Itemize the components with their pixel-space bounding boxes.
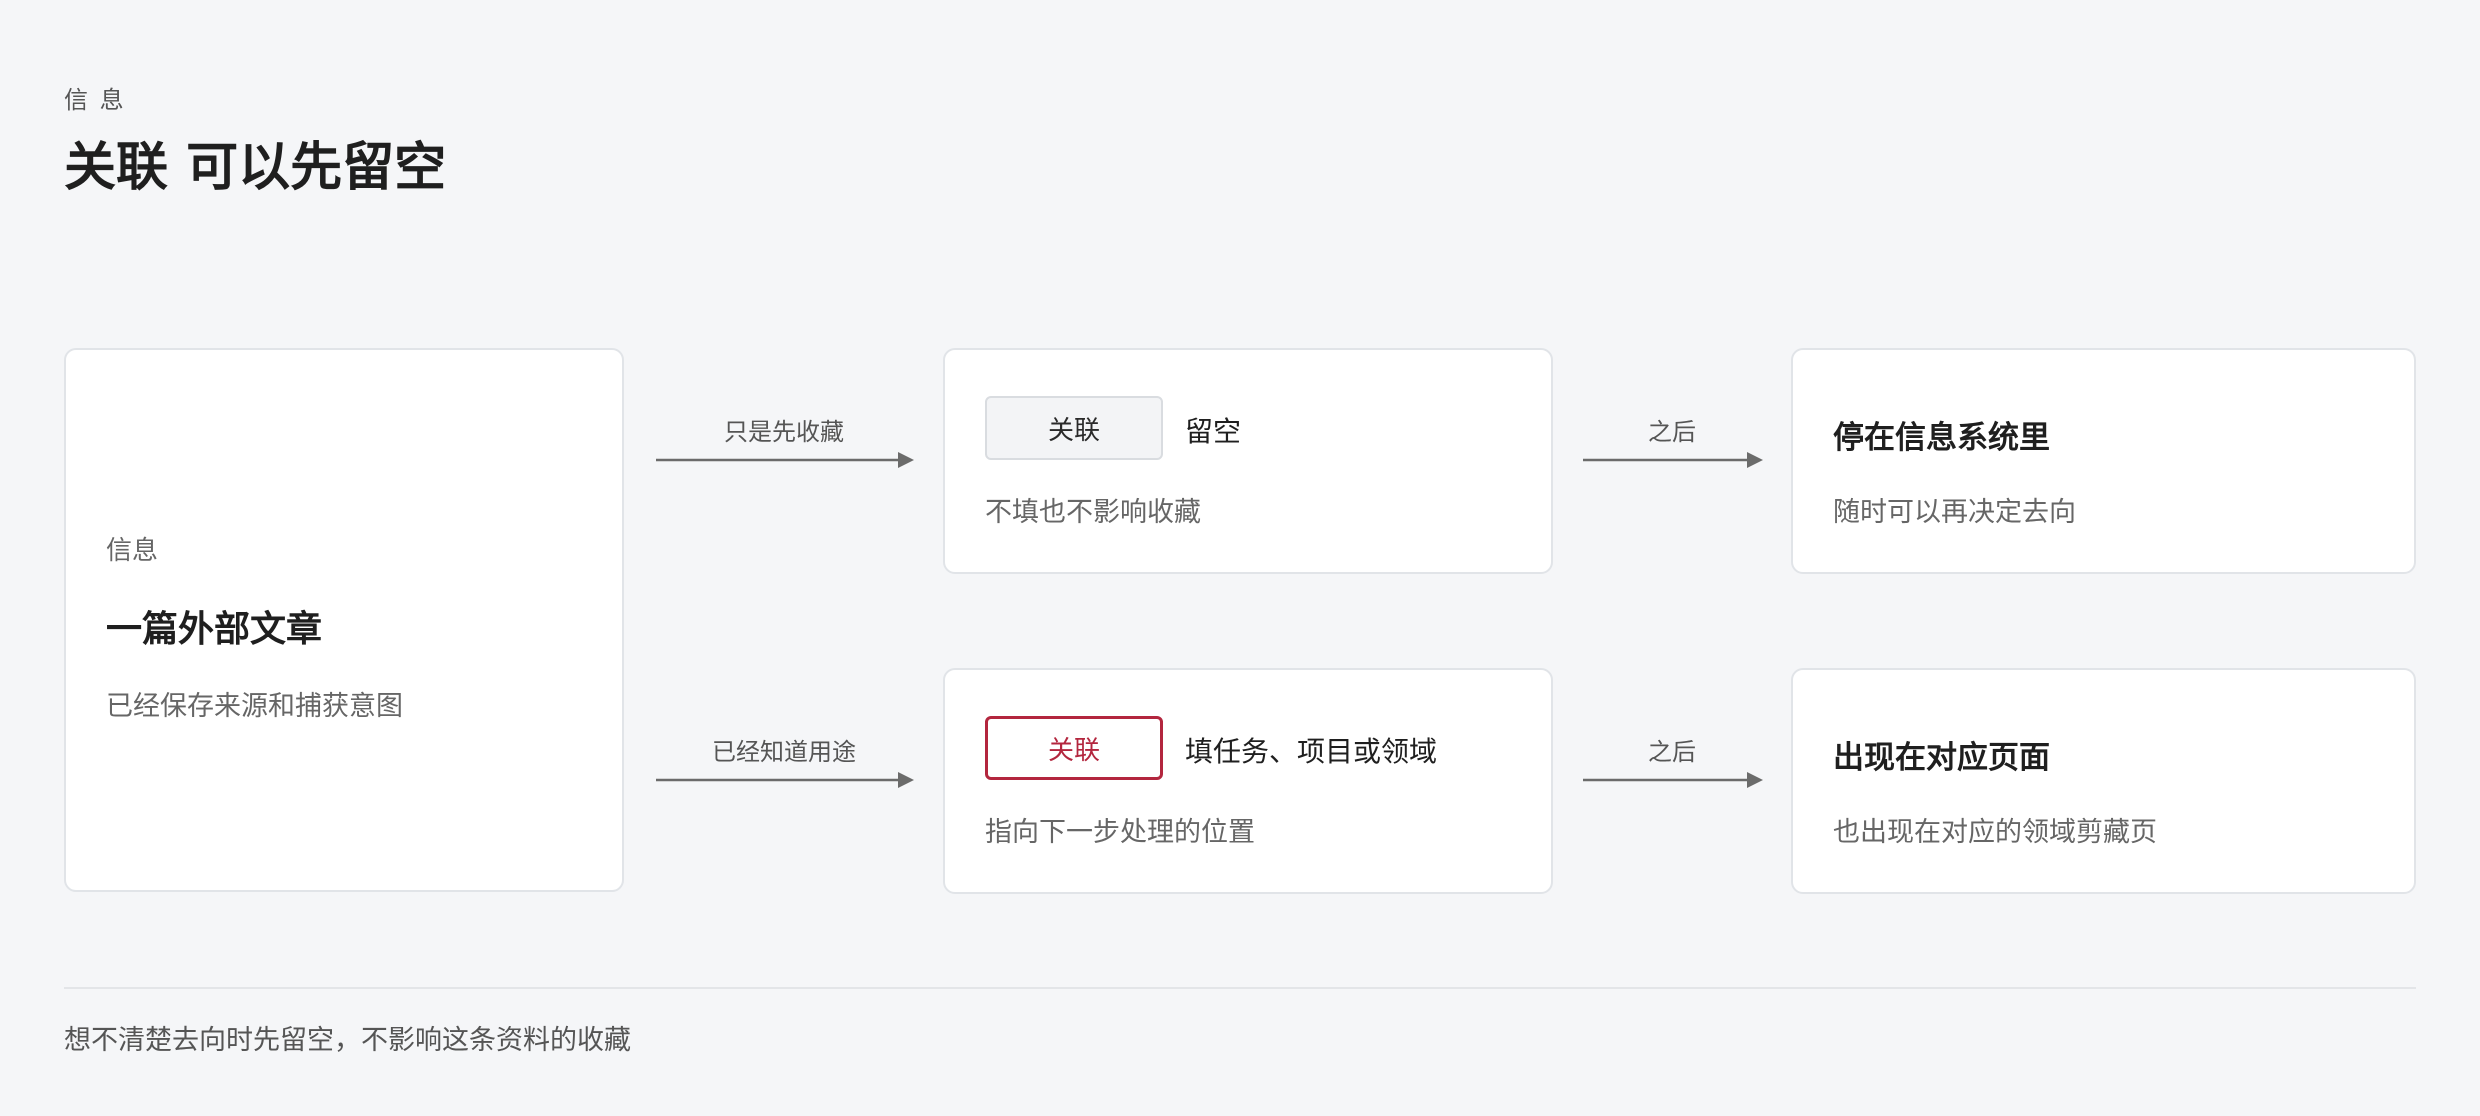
result-desc-page: 也出现在对应的领域剪藏页 [1833,817,2157,848]
arrow-label-row2-out: 之后 [1648,738,1696,766]
page-title: 关联 可以先留空 [64,138,447,198]
arrow-row2-in [656,760,916,800]
footer-note: 想不清楚去向时先留空，不影响这条资料的收藏 [64,1025,631,1056]
arrow-row1-out [1583,440,1765,480]
source-card: 信息 一篇外部文章 已经保存来源和捕获意图 [64,348,624,892]
arrow-label-row1-in: 只是先收藏 [724,418,844,446]
relation-field-empty[interactable]: 关联 [985,396,1163,460]
relation-value-empty: 留空 [1185,415,1242,448]
divider [64,987,2416,989]
result-card-page: 出现在对应页面 也出现在对应的领域剪藏页 [1791,668,2416,894]
field-desc-filled: 指向下一步处理的位置 [985,817,1255,848]
relation-field-filled[interactable]: 关联 [985,716,1163,780]
relation-value-filled: 填任务、项目或领域 [1185,735,1438,768]
arrow-label-row1-out: 之后 [1648,418,1696,446]
field-card-empty: 关联 留空 不填也不影响收藏 [943,348,1553,574]
result-heading-stay: 停在信息系统里 [1833,420,2050,456]
eyebrow-label: 信 息 [64,86,126,114]
arrow-row1-in [656,440,916,480]
field-card-filled: 关联 填任务、项目或领域 指向下一步处理的位置 [943,668,1553,894]
arrow-row2-out [1583,760,1765,800]
result-heading-page: 出现在对应页面 [1833,740,2050,776]
source-kicker: 信息 [106,536,159,566]
source-heading: 一篇外部文章 [106,609,323,650]
result-desc-stay: 随时可以再决定去向 [1833,497,2076,528]
field-desc-empty: 不填也不影响收藏 [985,497,1201,528]
result-card-stay: 停在信息系统里 随时可以再决定去向 [1791,348,2416,574]
arrow-label-row2-in: 已经知道用途 [712,738,856,766]
source-desc: 已经保存来源和捕获意图 [106,691,403,722]
